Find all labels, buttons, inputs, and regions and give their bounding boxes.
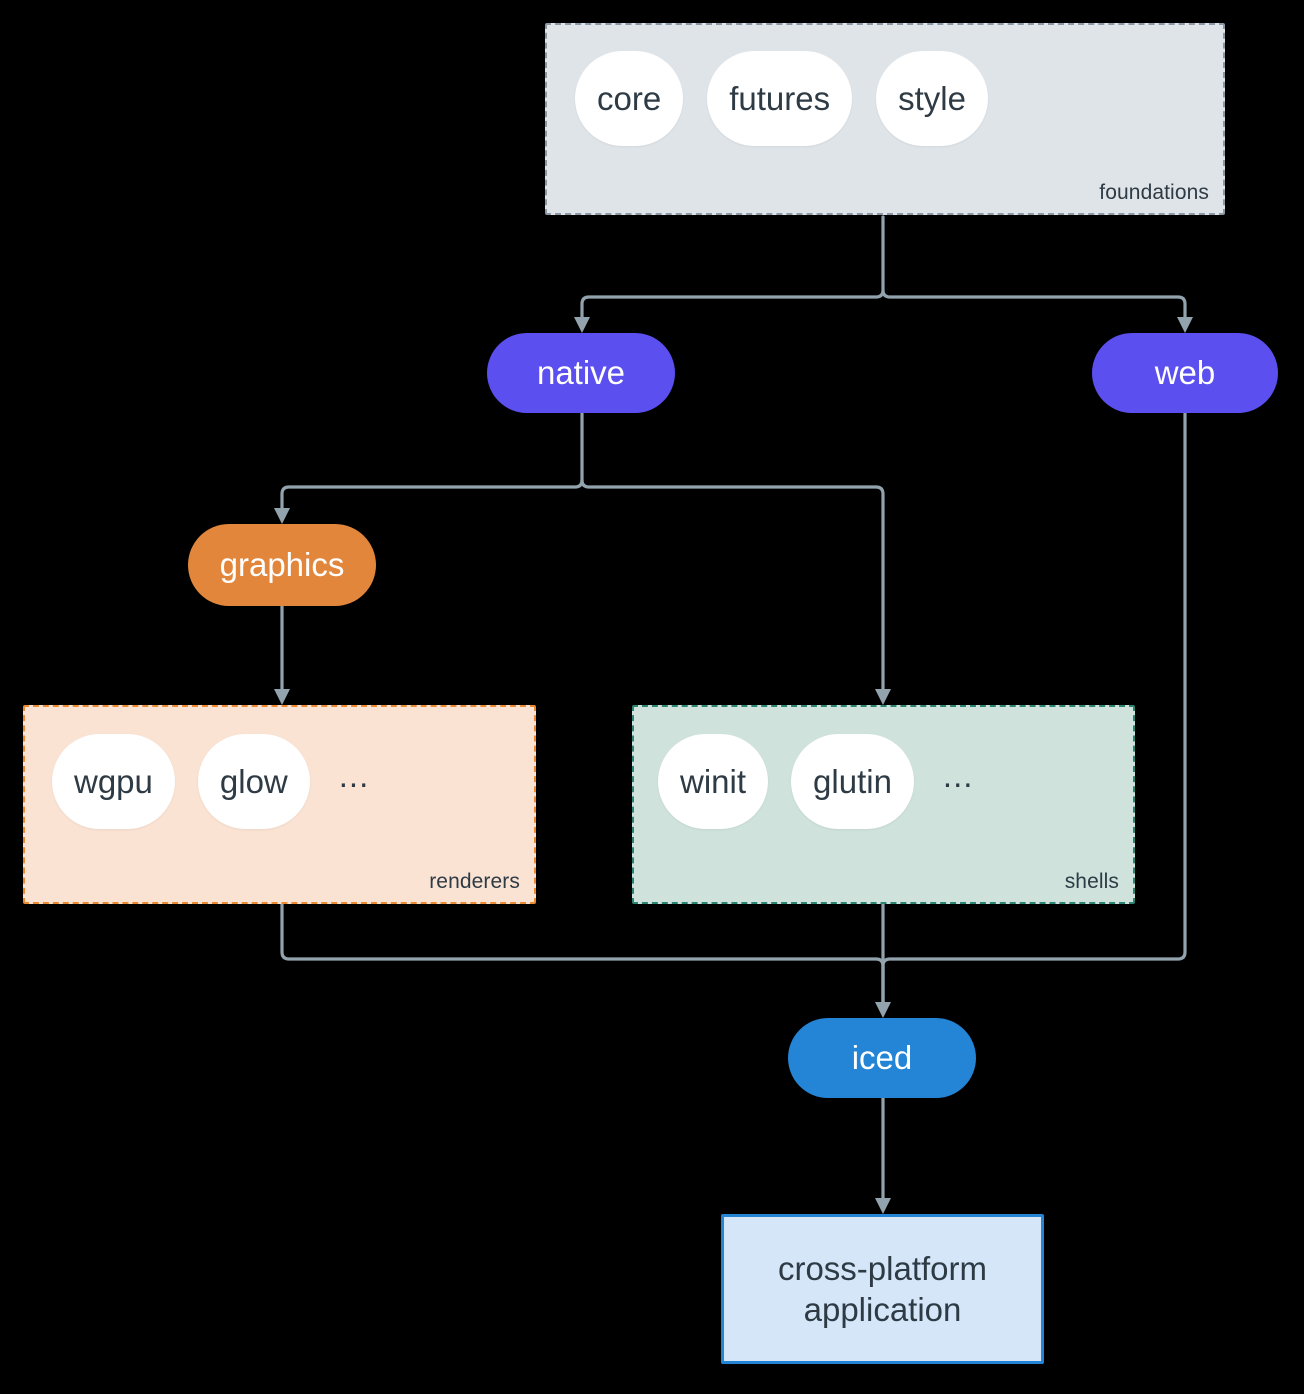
node-native-label: native [536,354,626,391]
edge-foundations-to-web [881,288,1187,322]
edge-foundations-split [580,215,885,322]
node-glow[interactable]: glow [197,734,310,829]
edge-renderers-to-iced [280,902,885,1007]
cluster-renderers-label: renderers [429,870,520,893]
cluster-renderers-items: wgpu glow ... [52,734,369,829]
node-futures-label: futures [729,79,831,117]
node-glutin[interactable]: glutin [791,734,914,829]
arrowhead-web [1177,317,1193,333]
node-wgpu[interactable]: wgpu [52,734,175,829]
cluster-shells-label: shells [1064,870,1119,893]
cluster-renderers: wgpu glow ... renderers [23,705,536,904]
node-web-label: web [1154,354,1216,391]
renderers-more-indicator: ... [338,757,370,794]
shells-more-indicator: ... [942,757,974,794]
node-core-label: core [597,79,662,117]
node-winit-label: winit [680,762,747,800]
arrowhead-graphics [274,508,290,524]
application-label-line1: cross-platform [777,1249,988,1287]
arrowhead-application [875,1198,891,1214]
node-web[interactable]: web [1092,333,1278,413]
node-style-label: style [898,79,966,117]
cluster-foundations: core futures style foundations [545,23,1225,215]
node-style[interactable]: style [876,51,988,146]
node-iced-label: iced [851,1039,913,1076]
arrowhead-native [574,317,590,333]
node-wgpu-label: wgpu [74,762,153,800]
edge-native-split [280,411,584,514]
node-futures[interactable]: futures [707,51,853,146]
node-glow-label: glow [219,762,288,800]
cluster-shells-items: winit glutin ... [658,734,973,829]
cluster-foundations-label: foundations [1099,181,1209,204]
application-label-line2: application [803,1291,962,1328]
node-core[interactable]: core [575,51,684,146]
cluster-shells: winit glutin ... shells [632,705,1135,904]
node-graphics-label: graphics [219,546,345,583]
cluster-foundations-items: core futures style [575,51,988,146]
arrowhead-renderers [274,689,290,705]
node-cross-platform-application[interactable]: cross-platform application [721,1214,1044,1364]
arrowhead-shells [875,689,891,705]
edge-native-to-shells [580,478,885,694]
node-iced[interactable]: iced [788,1018,976,1098]
arrowhead-iced [875,1002,891,1018]
node-native[interactable]: native [487,333,675,413]
node-winit[interactable]: winit [658,734,769,829]
node-graphics[interactable]: graphics [188,524,376,606]
node-glutin-label: glutin [813,762,892,800]
